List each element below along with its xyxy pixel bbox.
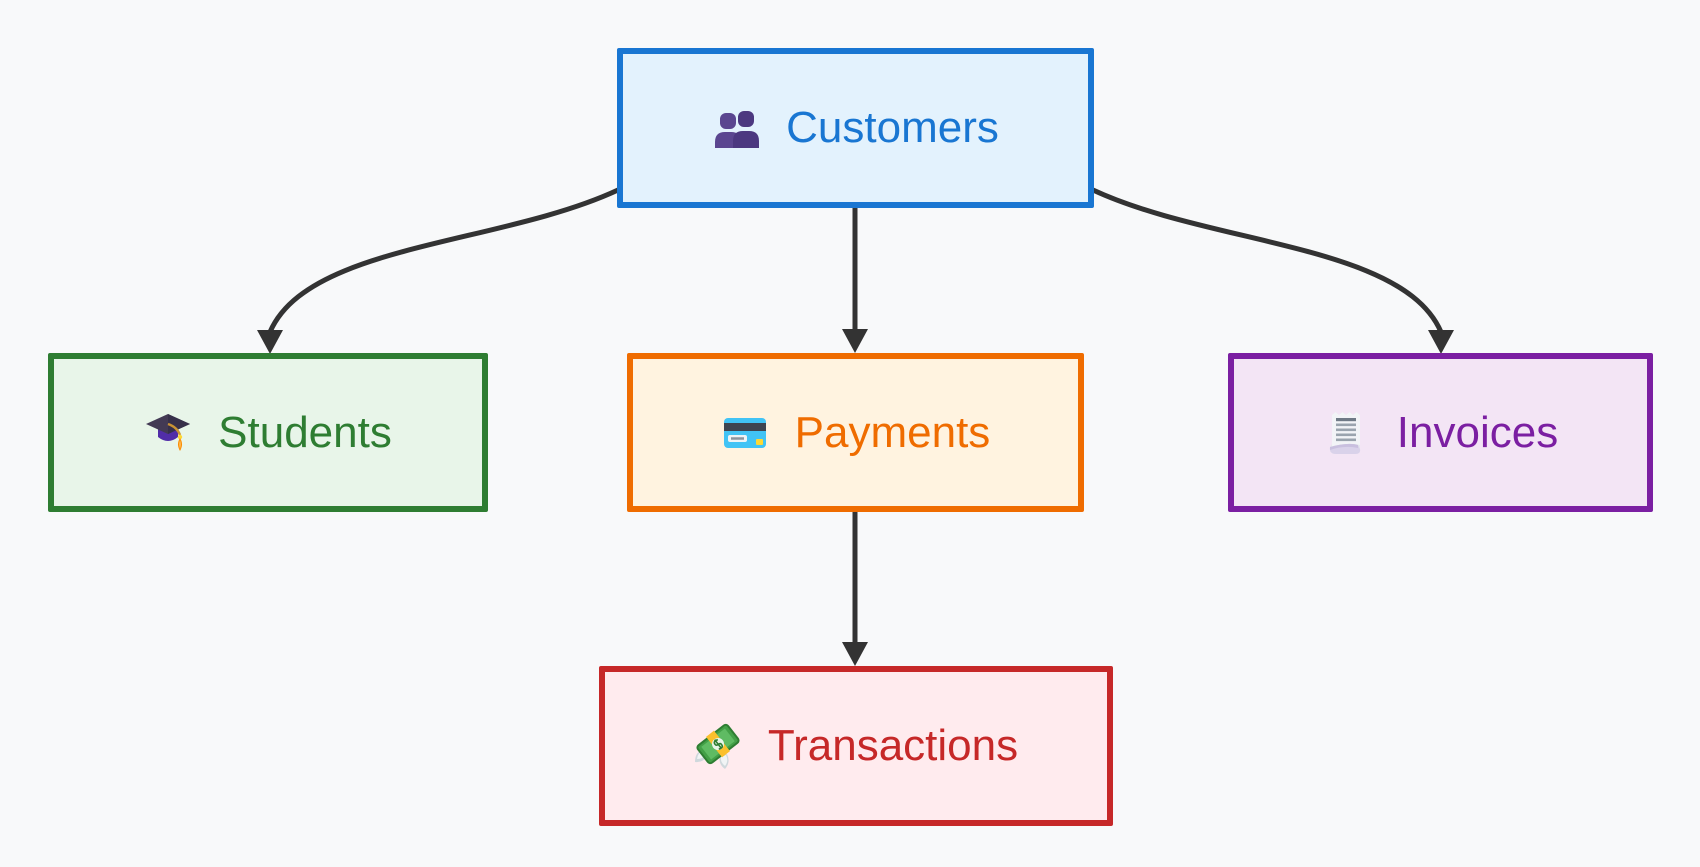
node-label-invoices: Invoices (1396, 407, 1559, 457)
node-label-payments: Payments (794, 407, 991, 457)
arrowhead-invoices (1428, 330, 1454, 354)
node-label-transactions: Transactions (767, 721, 1019, 770)
arrowhead-transactions (842, 642, 868, 666)
node-label-customers: Customers (786, 103, 999, 152)
node-customers: Customers (617, 48, 1094, 208)
node-transactions: Transactions (599, 666, 1113, 826)
receipt-icon (1323, 409, 1371, 457)
people-icon (712, 104, 760, 152)
edge-customers-to-invoices (1091, 187, 1444, 333)
credit-card-icon (721, 409, 769, 457)
node-label-students: Students (218, 407, 392, 457)
graduation-cap-icon (144, 409, 192, 457)
arrowhead-students (257, 330, 283, 354)
node-invoices: Invoices (1228, 353, 1653, 512)
arrowhead-payments (842, 329, 868, 353)
node-students: Students (48, 353, 488, 512)
node-payments: Payments (627, 353, 1084, 512)
edge-customers-to-students (267, 187, 620, 333)
money-with-wings-icon (694, 722, 742, 770)
